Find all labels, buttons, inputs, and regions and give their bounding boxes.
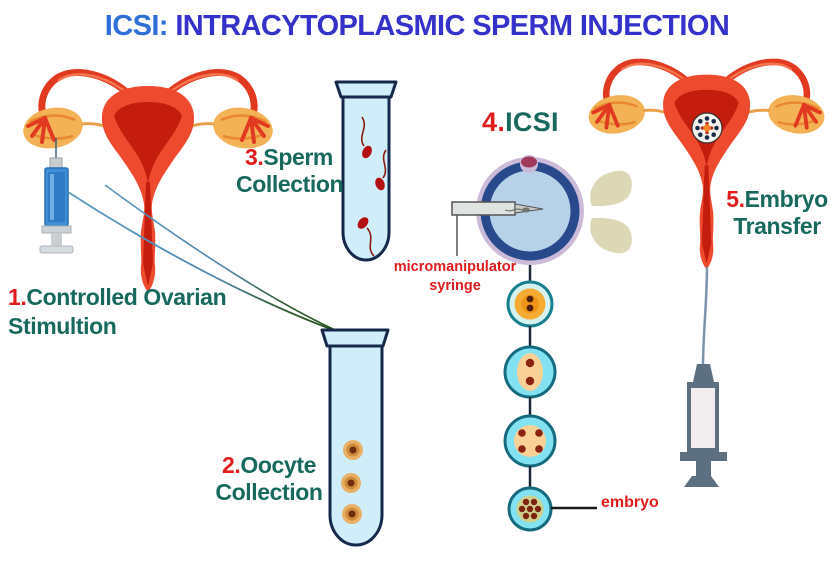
four-cell-embryo-icon (503, 414, 557, 468)
page-title: ICSI: INTRACYTOPLASMIC SPERM INJECTION (0, 10, 834, 43)
step3-label: 3.Sperm Collection (236, 144, 344, 197)
step2-label: 2.Oocyte Collection (215, 452, 323, 505)
implanted-embryo-icon (691, 112, 723, 144)
oocyte-test-tube-icon (320, 328, 390, 547)
zygote-icon (506, 280, 554, 328)
polar-body-icon (521, 156, 537, 168)
micromanipulator-icon (451, 201, 544, 256)
step3-number: 3. (245, 144, 264, 170)
holding-pipette-icon (590, 170, 632, 254)
step1-number: 1. (8, 284, 27, 310)
oocyte-icon (341, 440, 363, 524)
step2-number: 2. (222, 452, 241, 478)
stimulation-syringe-icon (39, 138, 74, 254)
sperm-test-tube-icon (334, 80, 398, 262)
embryo-label: embryo (601, 494, 659, 511)
step4-label: 4.ICSI (482, 107, 559, 137)
step5-label: 5.Embryo Transfer (726, 186, 828, 239)
transfer-needle-line (701, 266, 709, 367)
title-prefix: ICSI: (104, 10, 169, 42)
two-cell-embryo-icon (503, 345, 557, 399)
morula-embryo-icon (507, 486, 553, 532)
transfer-syringe-icon (680, 364, 727, 487)
step4-number: 4. (482, 107, 506, 137)
embryo-development-chain (503, 265, 597, 532)
step5-number: 5. (726, 186, 745, 212)
sperm-icon (357, 116, 387, 257)
title-main: INTRACYTOPLASMIC SPERM INJECTION (167, 10, 730, 42)
step1-label: 1.Controlled Ovarian Stimultion (8, 284, 227, 339)
micromanipulator-syringe-label: micromanipulator syringe (393, 259, 517, 294)
